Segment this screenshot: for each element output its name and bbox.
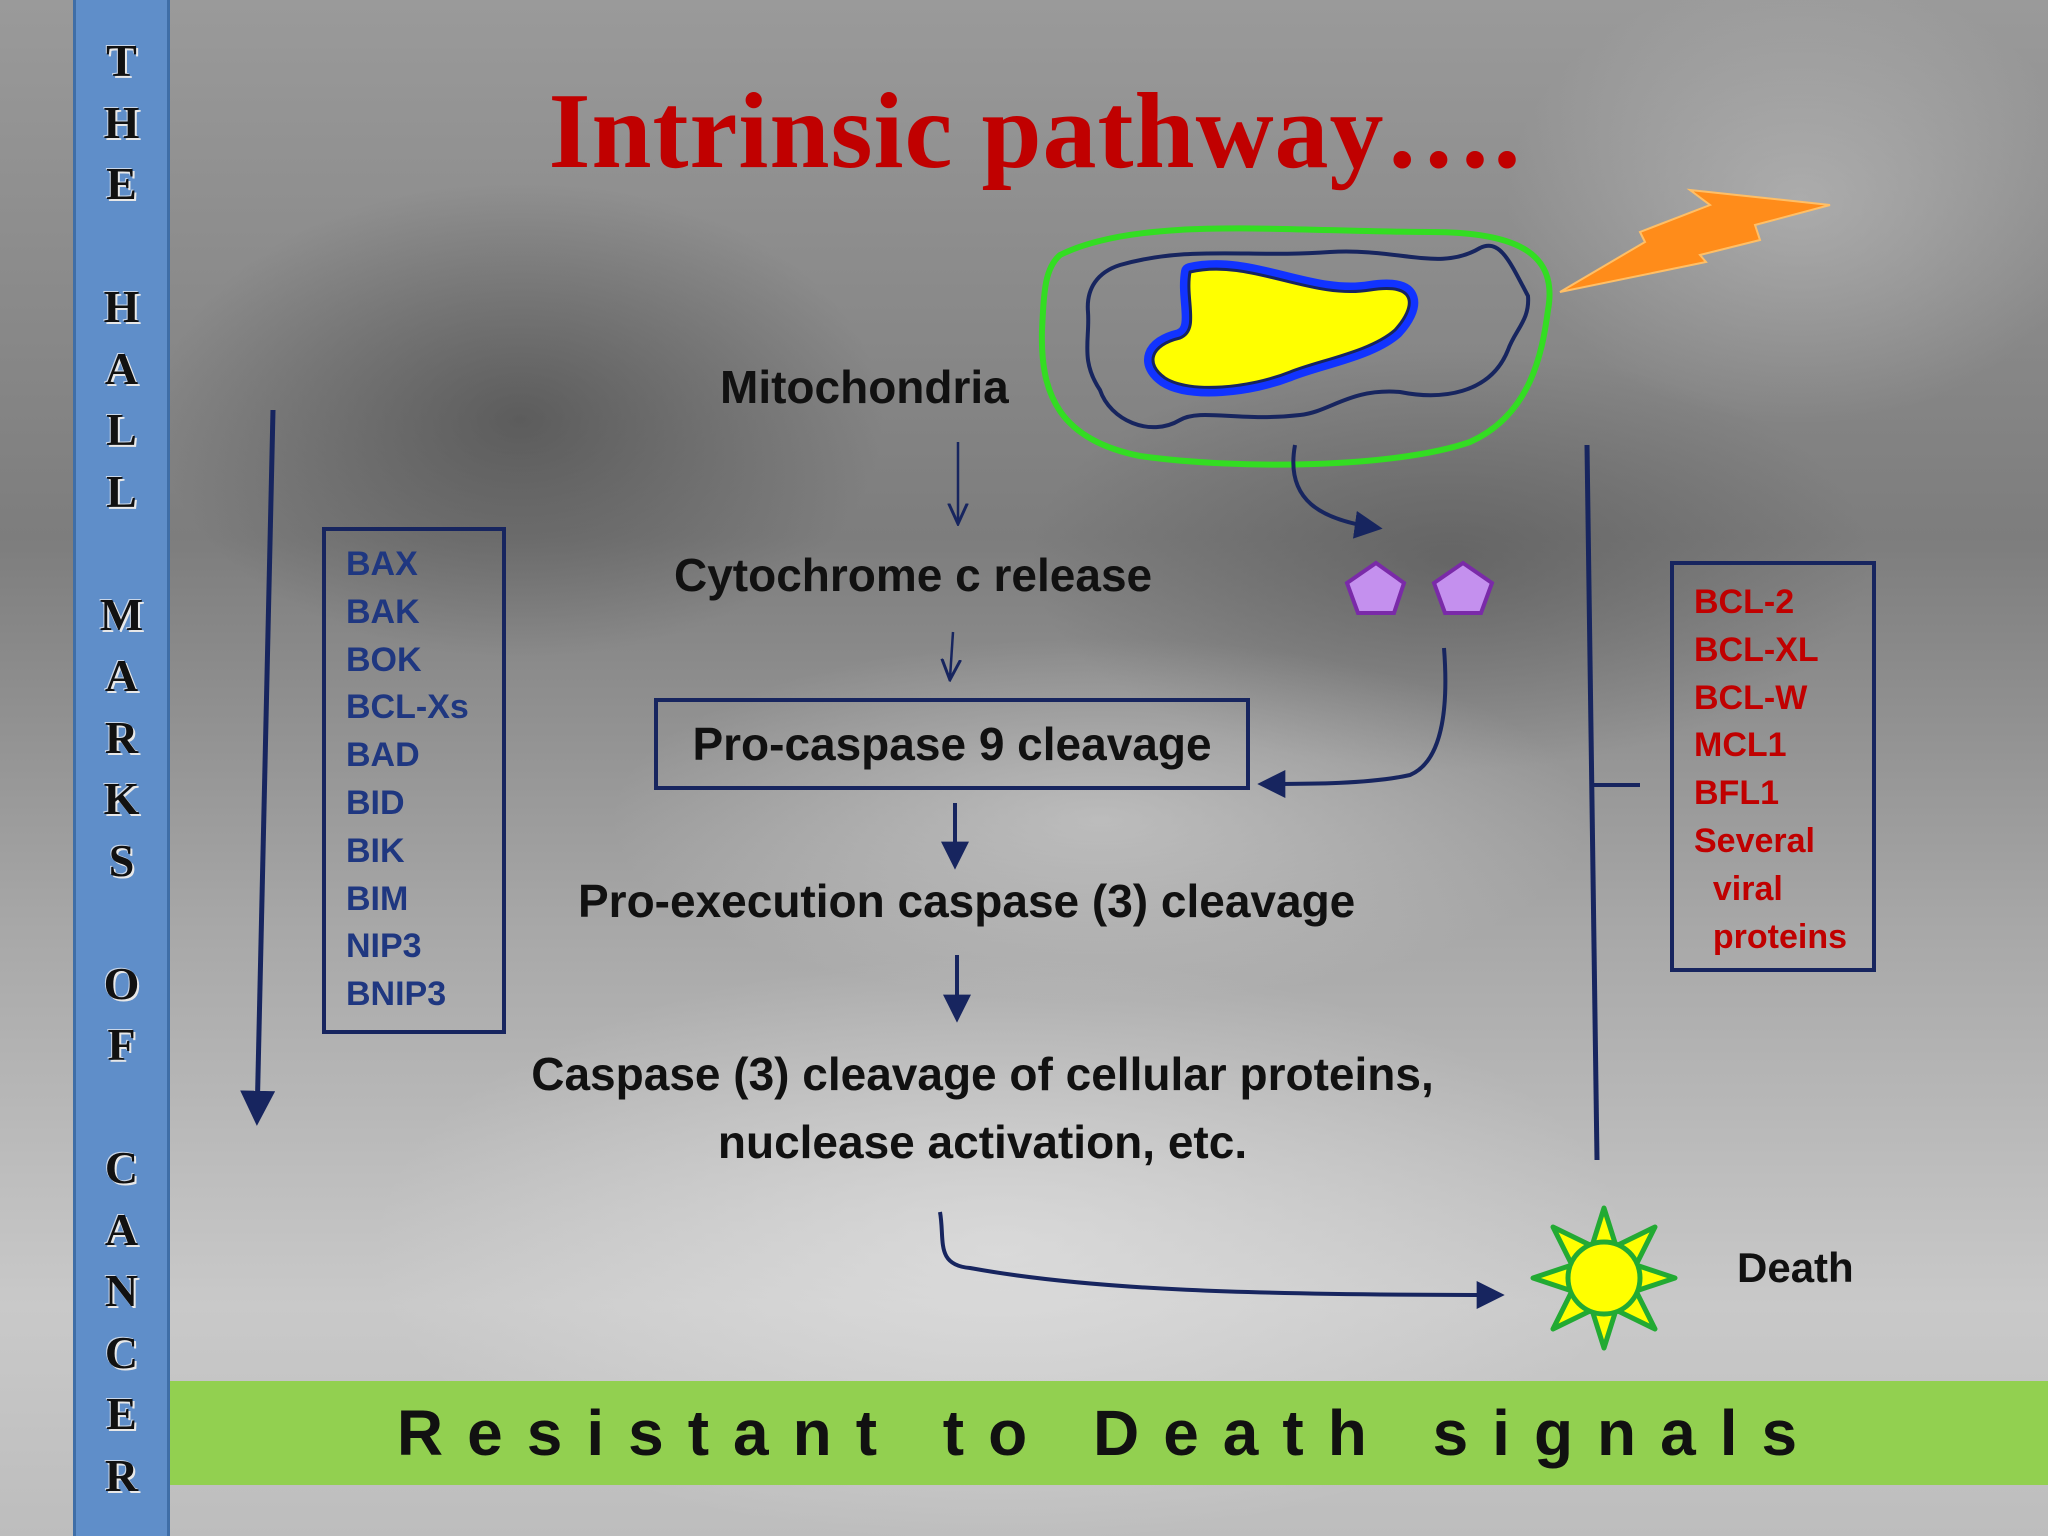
banner-text: Resistant to Death signals bbox=[396, 1397, 1822, 1469]
list-item: BCL-XL bbox=[1694, 630, 1819, 669]
list-item: Several bbox=[1694, 821, 1815, 860]
sidebar-text: T H E H A L L M A R K S O F C A N C E R bbox=[99, 35, 144, 1501]
pro-apoptotic-list: BAX BAK BOK BCL-Xs BAD BID BIK BIM NIP3 … bbox=[322, 527, 506, 1034]
list-item: BCL-2 bbox=[1694, 583, 1795, 621]
arrow-release-to-procaspase bbox=[950, 631, 953, 678]
pentagon-icon bbox=[1431, 560, 1495, 615]
arrow-effects-to-death bbox=[938, 1211, 1505, 1309]
death-label: Death bbox=[1737, 1244, 1854, 1291]
list-item: MCL1 bbox=[1694, 726, 1787, 765]
list-item: BIM bbox=[346, 879, 409, 918]
list-item: BFL1 bbox=[1694, 774, 1779, 813]
pentagon-icon bbox=[1344, 560, 1407, 615]
step-cytochrome-release: Cytochrome c release bbox=[674, 549, 1153, 601]
arrow-cytochrome-to-procaspase bbox=[1257, 647, 1448, 798]
anti-apoptotic-list: BCL-2 BCL-XL BCL-W MCL1 BFL1 Several vir… bbox=[1670, 561, 1876, 972]
list-item: BID bbox=[346, 783, 405, 822]
arrow-mito-to-cytochrome bbox=[1291, 444, 1383, 539]
list-item: proteins bbox=[1694, 917, 1848, 956]
sidebar-vertical-title: T H E H A L L M A R K S O F C A N C E R bbox=[73, 0, 170, 1536]
list-item: BNIP3 bbox=[346, 975, 447, 1014]
bottom-banner: Resistant to Death signals bbox=[170, 1381, 2048, 1485]
step-procaspase-box: Pro-caspase 9 cleavage bbox=[654, 698, 1250, 790]
sun-burst-icon bbox=[1530, 1205, 1678, 1351]
step-proexecution: Pro-execution caspase (3) cleavage bbox=[578, 875, 1356, 927]
lightning-bolt-icon bbox=[1559, 188, 1831, 293]
list-item: BCL-Xs bbox=[346, 688, 469, 727]
mitochondrion-icon bbox=[1038, 225, 1553, 468]
list-item: BAX bbox=[346, 545, 418, 583]
list-item: NIP3 bbox=[346, 927, 422, 966]
step-mitochondria: Mitochondria bbox=[720, 361, 1009, 413]
list-item: BCL-W bbox=[1694, 678, 1808, 717]
page-title: Intrinsic pathway…. bbox=[548, 72, 1522, 191]
list-item: viral bbox=[1694, 869, 1783, 908]
step-caspase-effects: Caspase (3) cleavage of cellular protein… bbox=[531, 1048, 1434, 1168]
list-item: BAD bbox=[346, 736, 420, 775]
list-item: BOK bbox=[346, 640, 422, 679]
list-item: BAK bbox=[346, 592, 420, 631]
inhibition-bar bbox=[1584, 444, 1600, 1161]
list-item: BIK bbox=[346, 831, 405, 870]
pro-apoptotic-arrow bbox=[240, 409, 276, 1126]
